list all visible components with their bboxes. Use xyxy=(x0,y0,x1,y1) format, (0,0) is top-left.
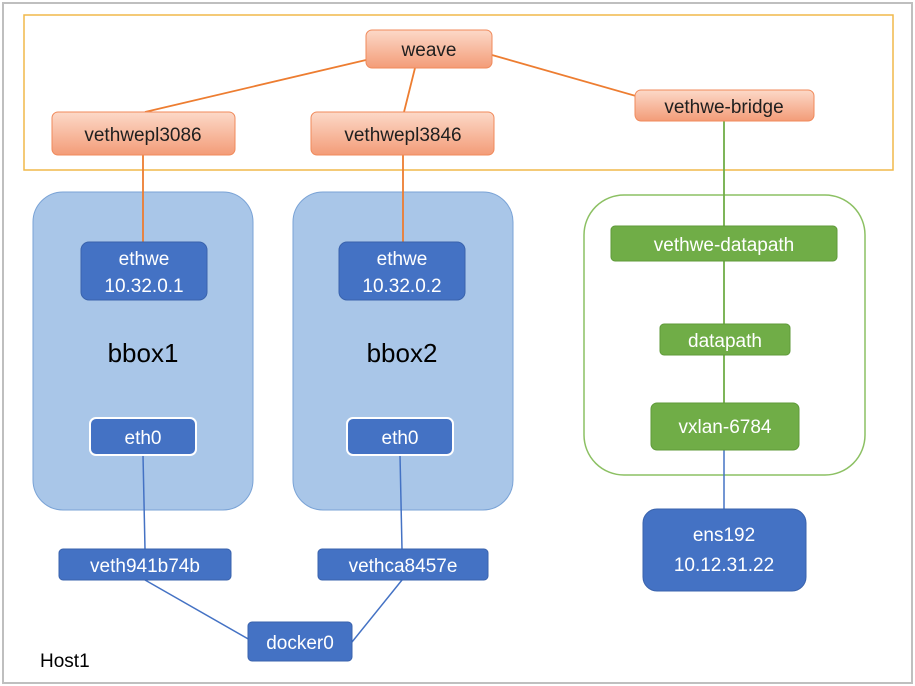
node-veth941b74b-label: veth941b74b xyxy=(90,556,200,577)
node-vethwepl3846: vethwepl3846 xyxy=(310,111,495,156)
node-weave-label: weave xyxy=(401,40,457,61)
node-vethwepl3846-label: vethwepl3846 xyxy=(344,125,461,146)
node-vxlan-label: vxlan-6784 xyxy=(679,417,772,438)
ens192-name: ens192 xyxy=(693,525,755,546)
line-vethca8457e-docker0 xyxy=(351,579,403,643)
node-ethwe-bbox1: ethwe 10.32.0.1 xyxy=(80,241,208,301)
node-ethwe-bbox2: ethwe 10.32.0.2 xyxy=(338,241,466,301)
host-label: Host1 xyxy=(40,651,90,672)
node-eth0-bbox2: eth0 xyxy=(346,417,454,456)
line-eth0-veth941b74b xyxy=(142,454,146,550)
line-veth941b74b-docker0 xyxy=(144,579,251,641)
line-weave-vethwe-bridge xyxy=(491,54,637,97)
node-docker0-label: docker0 xyxy=(266,633,334,654)
node-vethwepl3086-label: vethwepl3086 xyxy=(84,125,201,146)
node-veth941b74b: veth941b74b xyxy=(58,548,232,581)
line-weave-vethwepl3086 xyxy=(144,59,367,113)
ethwe-bbox1-ip: 10.32.0.1 xyxy=(104,276,183,297)
ethwe-bbox1-name: ethwe xyxy=(119,249,170,270)
node-ens192: ens192 10.12.31.22 xyxy=(642,508,807,592)
eth0-bbox1-label: eth0 xyxy=(125,428,162,449)
container-bbox1-label: bbox1 xyxy=(108,338,179,368)
node-weave: weave xyxy=(365,29,493,69)
node-vethca8457e: vethca8457e xyxy=(317,548,489,581)
node-datapath: datapath xyxy=(659,323,791,356)
container-bbox2-label: bbox2 xyxy=(367,338,438,368)
node-vethca8457e-label: vethca8457e xyxy=(349,556,458,577)
node-docker0: docker0 xyxy=(247,621,353,662)
node-eth0-bbox1: eth0 xyxy=(89,417,197,456)
ethwe-bbox2-name: ethwe xyxy=(377,249,428,270)
node-vethwepl3086: vethwepl3086 xyxy=(51,111,236,156)
blue-connectors xyxy=(142,450,725,643)
node-vethwe-bridge-label: vethwe-bridge xyxy=(664,97,783,118)
eth0-bbox2-label: eth0 xyxy=(382,428,419,449)
node-vethwe-datapath-label: vethwe-datapath xyxy=(654,235,795,256)
orange-connectors xyxy=(142,54,637,242)
node-datapath-label: datapath xyxy=(688,331,762,352)
node-vxlan: vxlan-6784 xyxy=(650,402,800,451)
weave-bridge-frame xyxy=(23,14,894,171)
node-vethwe-datapath: vethwe-datapath xyxy=(610,225,838,262)
node-vethwe-bridge: vethwe-bridge xyxy=(634,89,815,122)
ens192-ip: 10.12.31.22 xyxy=(674,555,774,576)
line-weave-vethwepl3846 xyxy=(403,67,416,113)
ethwe-bbox2-ip: 10.32.0.2 xyxy=(362,276,441,297)
line-eth0-vethca8457e xyxy=(399,454,403,550)
